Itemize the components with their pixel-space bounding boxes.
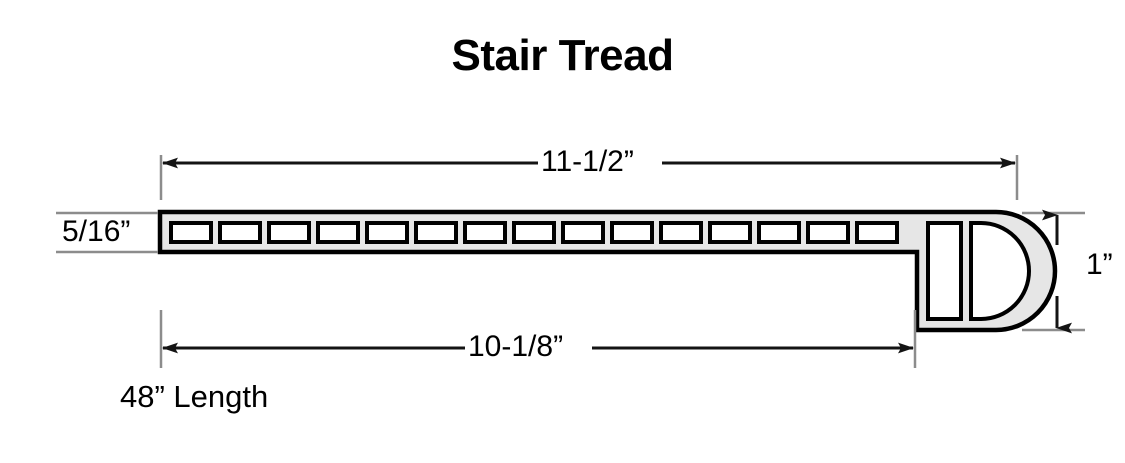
nose-void-group [926,221,1031,321]
tread-cavity [806,221,850,244]
dimension-bottom-tread-run [159,310,917,368]
dimension-label-tread-run: 10-1/8” [468,330,564,363]
length-note: 48” Length [120,379,269,414]
tread-cavity [267,221,311,244]
dimension-top-overall-width [159,155,1019,200]
nose-rectangular-void [926,221,963,321]
dimension-label-overall-width: 11-1/2” [541,145,634,178]
tread-cavity [610,221,654,244]
tread-cavity [561,221,605,244]
tread-cavity [316,221,360,244]
nose-d-shaped-void [969,221,1031,321]
tread-cavity-group [169,221,899,244]
tread-cavity [708,221,752,244]
tread-cavity [365,221,409,244]
tread-cavity [855,221,899,244]
tread-cavity [218,221,262,244]
tread-cavity [169,221,213,244]
tread-cavity [414,221,458,244]
page-title: Stair Tread [451,31,674,80]
tread-cavity [659,221,703,244]
tread-cavity [463,221,507,244]
dimension-left-thickness [56,211,158,254]
tread-cavity [757,221,801,244]
dimension-label-thickness: 5/16” [62,215,131,248]
tread-cavity [512,221,556,244]
dimension-label-nose-height: 1” [1086,248,1113,281]
dimension-right-nose-height [1022,209,1085,334]
